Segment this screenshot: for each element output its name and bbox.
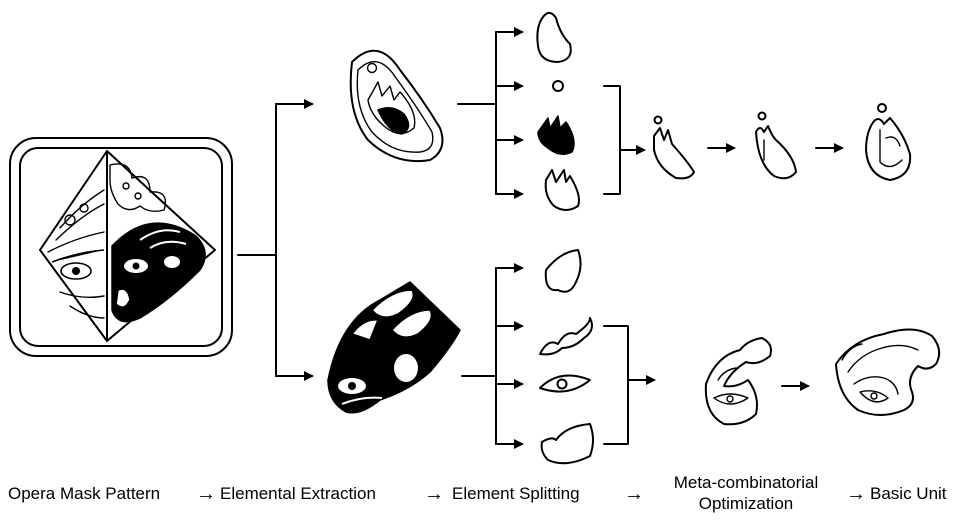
split-piece-dot [553,81,563,91]
stage-label-meta-combinatorial-optimization: Meta-combinatorial Optimization [646,472,846,514]
basic-unit-top [866,104,910,180]
optimization-step-1 [654,117,694,179]
opera-mask-pattern-image [10,138,232,356]
stage-label-line: Meta-combinatorial [646,472,846,493]
optimization-step-2 [756,113,796,179]
merge-bracket-top [604,86,620,194]
stage-label-basic-unit: Basic Unit [870,483,947,504]
basic-unit-bottom [836,329,939,415]
optimization-step-bottom [706,338,771,424]
stage-label-element-splitting: Element Splitting [452,483,580,504]
stage-arrow: → [846,484,866,504]
merge-bracket-bottom [604,326,628,444]
stage-label-elemental-extraction: Elemental Extraction [220,483,376,504]
split-piece-swirl [540,318,592,354]
stage-arrow: → [424,484,444,504]
stage-label-line: Optimization [646,493,846,514]
split-piece-eye [540,376,590,392]
extracted-element-bottom [328,282,460,413]
split-piece-flame-outline [546,170,579,210]
stage-arrow: → [196,484,216,504]
split-piece-teardrop [537,13,570,62]
extracted-element-top [351,51,443,161]
stage-arrow: → [624,484,644,504]
split-piece-shard [542,424,593,463]
split-piece-black-flame [538,116,574,154]
stage-label-opera-mask-pattern: Opera Mask Pattern [8,483,160,504]
split-piece-leaf [546,250,581,292]
